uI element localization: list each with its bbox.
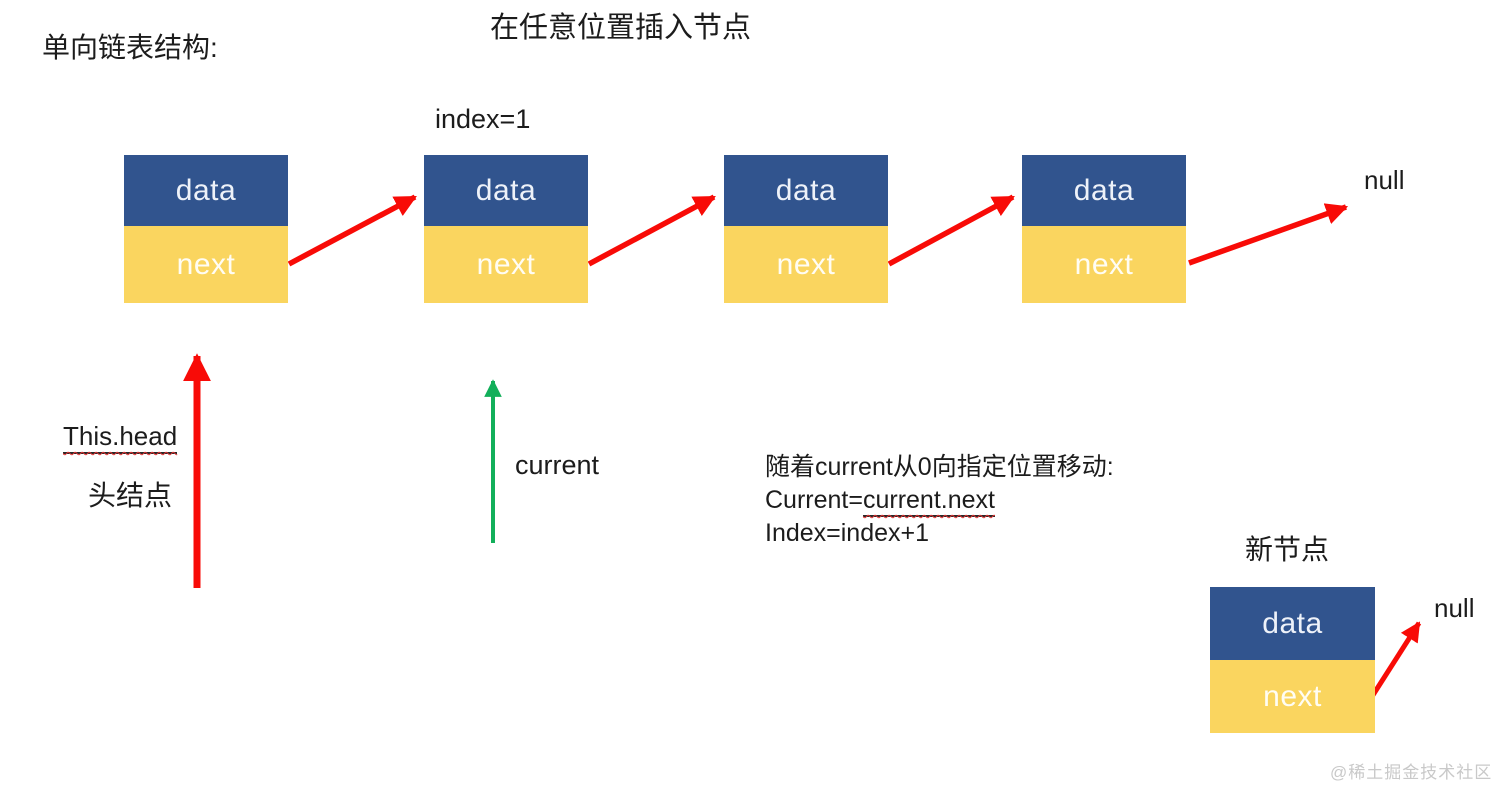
new-node: data next xyxy=(1210,587,1375,733)
head-node-label-zh: 头结点 xyxy=(88,480,173,511)
node3-data-label: data xyxy=(775,173,837,207)
node2-next-label: next xyxy=(476,247,536,281)
linked-list-node-1: data next xyxy=(124,155,288,303)
node1-data-cell: data xyxy=(124,155,288,226)
new-node-title: 新节点 xyxy=(1245,534,1330,565)
node1-data-label: data xyxy=(175,173,237,207)
watermark: @稀土掘金技术社区 xyxy=(1330,763,1493,782)
newnode-null-label: null xyxy=(1434,593,1475,623)
arrow-newnode-to-null xyxy=(1370,621,1422,697)
explanation-line2: Current=current.next xyxy=(765,484,1114,517)
arrow-node3-to-node4 xyxy=(887,194,1015,267)
node3-data-cell: data xyxy=(724,155,888,226)
node1-next-label: next xyxy=(176,247,236,281)
linked-list-node-3: data next xyxy=(724,155,888,303)
node2-next-cell: next xyxy=(424,226,588,303)
chain-null-label: null xyxy=(1364,165,1405,195)
newnode-next-label: next xyxy=(1263,679,1322,713)
linked-list-node-4: data next xyxy=(1022,155,1186,303)
index-label: index=1 xyxy=(435,104,531,134)
arrow-node1-to-node2 xyxy=(287,194,417,267)
arrow-node2-to-node3 xyxy=(587,194,716,267)
explanation-line1: 随着current从0向指定位置移动: xyxy=(765,453,1114,481)
node3-next-label: next xyxy=(776,247,836,281)
newnode-next-cell: next xyxy=(1210,660,1375,733)
node4-data-label: data xyxy=(1073,173,1135,207)
explanation-block: 随着current从0向指定位置移动: Current=current.next… xyxy=(765,451,1114,550)
diagram-title-left: 单向链表结构: xyxy=(42,32,218,63)
explanation-line2-prefix: Current= xyxy=(765,486,863,514)
current-pointer-label: current xyxy=(515,450,600,480)
node4-next-label: next xyxy=(1074,247,1134,281)
node1-next-cell: next xyxy=(124,226,288,303)
node4-next-cell: next xyxy=(1022,226,1186,303)
explanation-line3: Index=index+1 xyxy=(765,519,930,547)
node2-data-cell: data xyxy=(424,155,588,226)
arrow-node4-to-null xyxy=(1188,203,1349,266)
linked-list-node-2: data next xyxy=(424,155,588,303)
node2-data-label: data xyxy=(475,173,537,207)
node3-next-cell: next xyxy=(724,226,888,303)
head-pointer-text: This.head xyxy=(63,421,178,451)
explanation-line2-link: current.next xyxy=(862,486,995,514)
diagram-title-center: 在任意位置插入节点 xyxy=(490,12,752,44)
node4-data-cell: data xyxy=(1022,155,1186,226)
head-pointer-label: This.head xyxy=(63,421,178,454)
newnode-data-label: data xyxy=(1262,606,1323,640)
newnode-data-cell: data xyxy=(1210,587,1375,660)
